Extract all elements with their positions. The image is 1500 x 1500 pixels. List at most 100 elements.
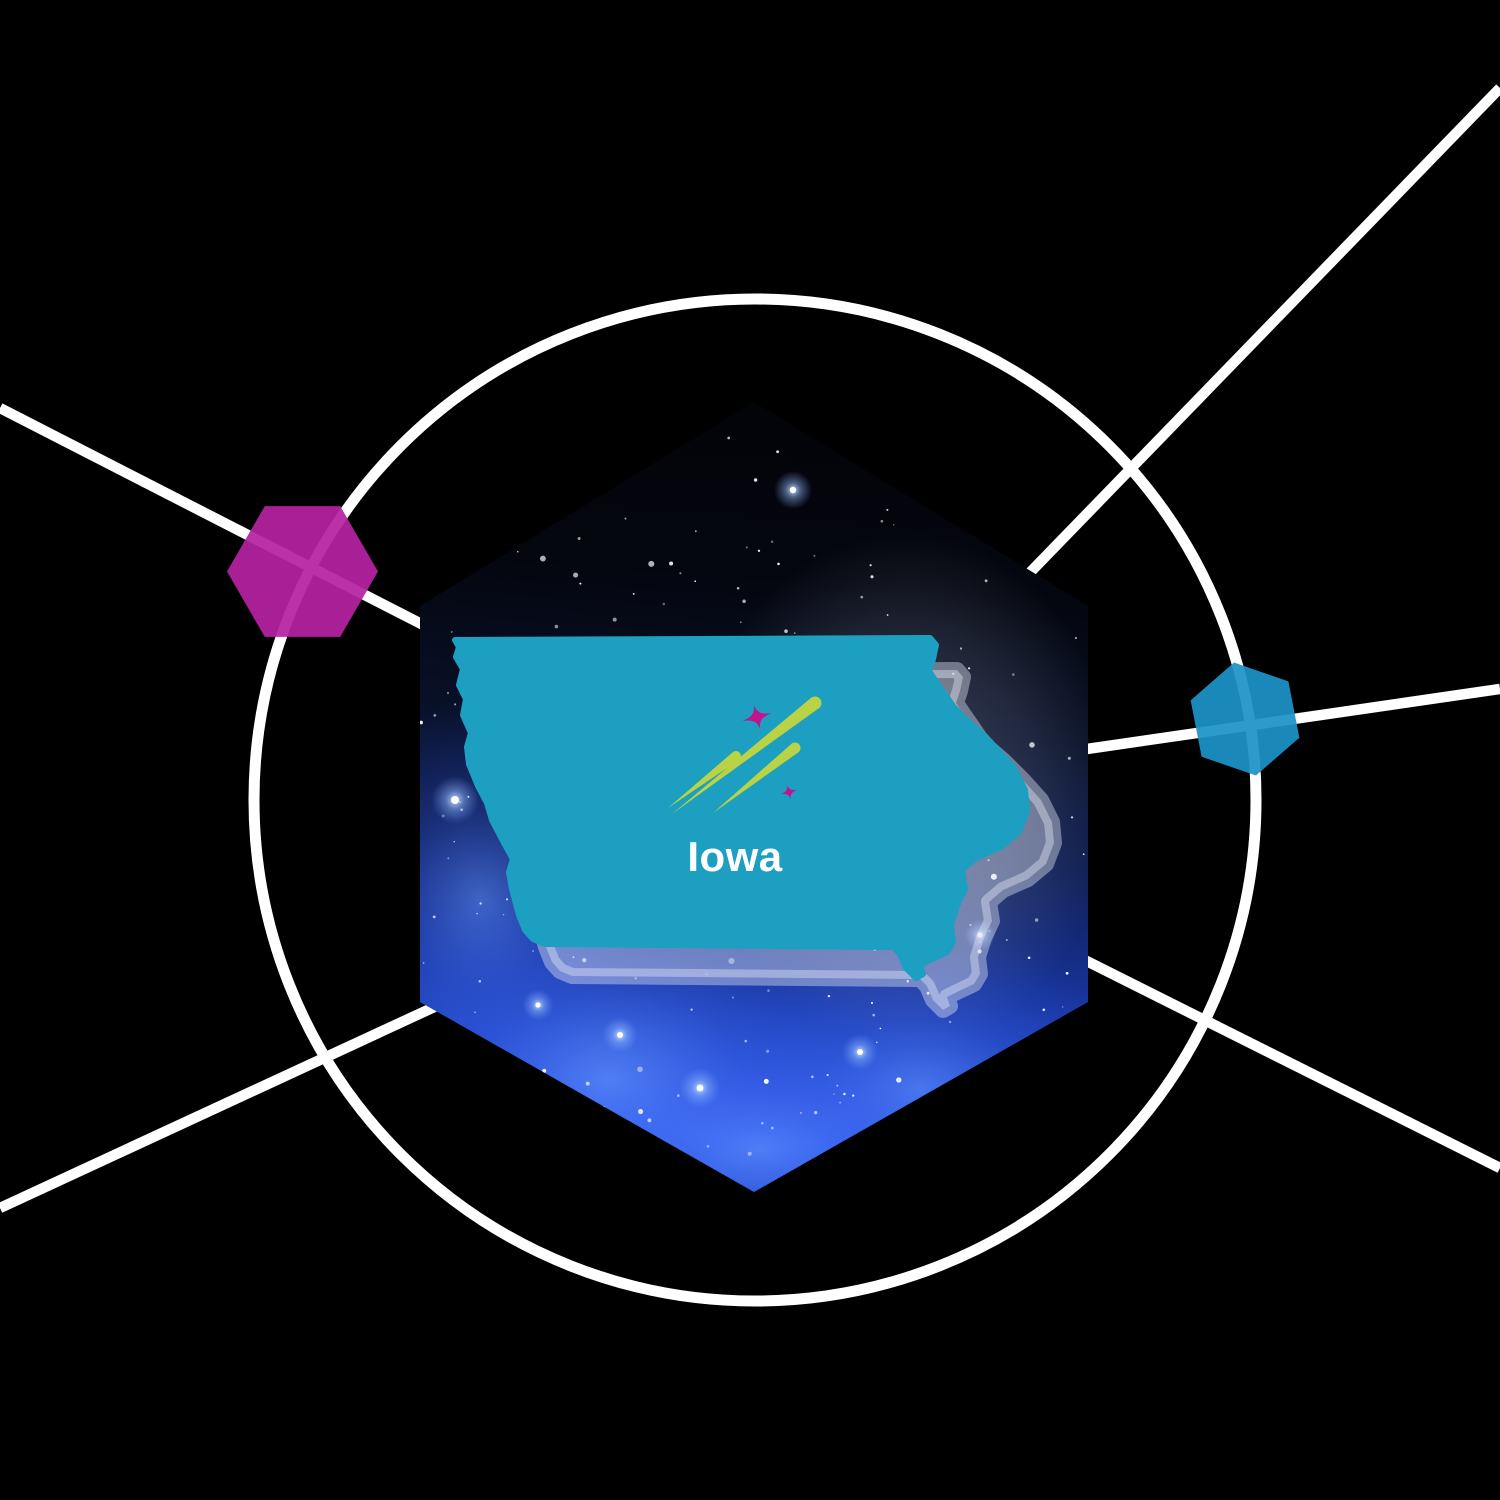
star xyxy=(1034,918,1039,922)
star xyxy=(813,554,816,557)
bright-star xyxy=(696,1084,704,1092)
star xyxy=(968,667,971,670)
star xyxy=(478,980,482,983)
star xyxy=(446,691,450,695)
star xyxy=(503,547,506,550)
hexagon-node-teal xyxy=(1190,662,1300,776)
star xyxy=(836,1084,839,1087)
star xyxy=(535,1091,538,1094)
star xyxy=(742,599,746,603)
star xyxy=(763,1078,769,1084)
star xyxy=(783,1178,786,1181)
star xyxy=(604,423,608,427)
star xyxy=(843,1092,846,1096)
star xyxy=(886,614,889,616)
star xyxy=(474,1090,481,1097)
star xyxy=(852,1094,855,1097)
star xyxy=(883,1186,886,1189)
star xyxy=(977,1073,982,1078)
star xyxy=(793,1181,796,1185)
star xyxy=(1068,541,1072,545)
star xyxy=(959,442,964,447)
star xyxy=(577,536,581,541)
star xyxy=(739,621,742,624)
bright-star xyxy=(535,1002,541,1008)
star xyxy=(624,517,627,520)
star xyxy=(602,1112,605,1114)
star xyxy=(757,549,761,552)
star xyxy=(784,629,788,633)
star xyxy=(565,1125,568,1128)
star xyxy=(879,1027,882,1030)
star xyxy=(602,1105,605,1109)
star xyxy=(1070,816,1074,819)
star xyxy=(1031,492,1036,497)
star xyxy=(894,1122,897,1124)
star xyxy=(870,1001,874,1005)
star xyxy=(984,579,988,583)
star xyxy=(554,624,559,629)
star xyxy=(826,1073,829,1077)
star xyxy=(476,1094,479,1097)
star xyxy=(992,1153,995,1157)
star xyxy=(1067,756,1071,760)
star xyxy=(896,1077,902,1083)
star xyxy=(903,440,905,443)
star xyxy=(899,1139,903,1142)
star xyxy=(903,1136,906,1139)
star xyxy=(531,1172,535,1175)
star xyxy=(1011,673,1015,676)
star xyxy=(662,602,666,606)
star xyxy=(518,1146,520,1148)
star xyxy=(496,515,500,519)
star xyxy=(736,586,740,590)
star xyxy=(694,530,697,532)
star xyxy=(454,703,457,706)
star xyxy=(744,1039,748,1043)
star xyxy=(1005,938,1008,942)
star xyxy=(747,1151,752,1156)
star xyxy=(607,455,610,458)
star xyxy=(869,564,872,567)
star xyxy=(420,447,423,452)
star xyxy=(1064,1159,1067,1162)
star xyxy=(691,1187,695,1192)
star xyxy=(1074,636,1078,640)
star xyxy=(478,1184,482,1188)
star xyxy=(864,452,866,454)
star xyxy=(892,524,895,526)
star xyxy=(441,1041,444,1044)
bright-star xyxy=(617,1032,623,1038)
star xyxy=(532,950,534,952)
star xyxy=(1023,474,1026,478)
star xyxy=(979,1174,982,1177)
star xyxy=(860,595,864,599)
star xyxy=(573,572,579,578)
star xyxy=(824,416,826,418)
star xyxy=(839,1101,841,1104)
star xyxy=(637,1066,643,1073)
star xyxy=(647,1118,652,1123)
star xyxy=(476,912,478,915)
star xyxy=(451,631,453,633)
star xyxy=(1027,956,1031,960)
star xyxy=(542,497,544,500)
star xyxy=(814,1111,818,1115)
star xyxy=(973,450,978,455)
star xyxy=(527,1113,530,1116)
star xyxy=(766,1049,770,1053)
star xyxy=(632,592,635,595)
star xyxy=(479,902,482,905)
orbit-circle xyxy=(248,293,1262,1307)
star xyxy=(745,546,748,549)
star xyxy=(422,962,425,964)
star xyxy=(770,540,774,543)
star xyxy=(1029,742,1035,748)
star xyxy=(814,425,818,429)
star xyxy=(542,1068,547,1073)
star xyxy=(992,476,994,478)
star xyxy=(1062,1040,1070,1047)
star xyxy=(648,560,655,567)
star xyxy=(1065,971,1069,975)
